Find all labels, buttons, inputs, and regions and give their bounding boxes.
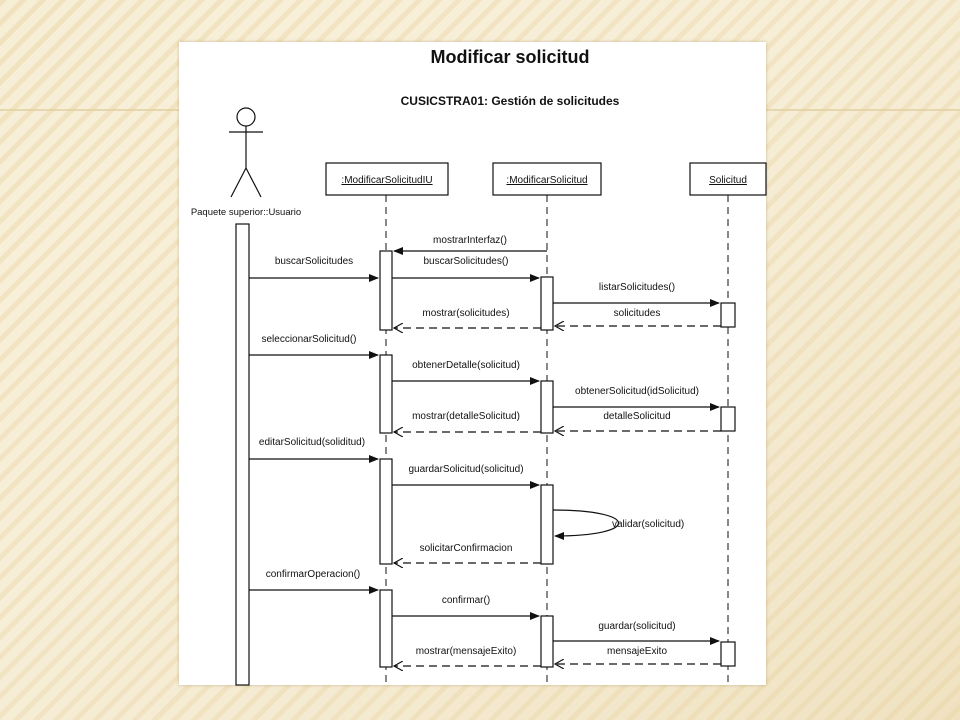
msg-label-seleccionar-solicitud: seleccionarSolicitud() (261, 334, 356, 345)
activation-ctrl-3 (540, 484, 554, 565)
msg-validar-self-arrow (552, 509, 619, 540)
msg-label-buscar-solicitudes-call: buscarSolicitudes() (423, 256, 508, 267)
activation-ent-2 (720, 406, 736, 432)
msg-label-mensaje-exito: mensajeExito (607, 646, 667, 657)
activation-ctrl-2 (540, 380, 554, 434)
lifeline-ui: :ModificarSolicitudIU (325, 162, 449, 685)
msg-label-guardar-solicitud: guardarSolicitud(solicitud) (408, 464, 523, 475)
actor-activation (235, 223, 250, 686)
msg-label-obtener-solicitud: obtenerSolicitud(idSolicitud) (575, 386, 699, 397)
msg-label-mostrar-detalle: mostrar(detalleSolicitud) (412, 411, 520, 422)
msg-label-mostrar-solicitudes: mostrar(solicitudes) (422, 308, 509, 319)
lifeline-controller: :ModificarSolicitud (492, 162, 602, 685)
activation-ui-1 (379, 250, 393, 331)
diagram-panel (179, 42, 766, 685)
msg-label-editar-solicitud: editarSolicitud(soliditud) (259, 437, 365, 448)
msg-label-mostrar-interfaz: mostrarInterfaz() (433, 235, 507, 246)
msg-label-solicitudes: solicitudes (614, 308, 661, 319)
messages (249, 247, 721, 666)
diagram-subtitle: CUSICSTRA01: Gestión de solicitudes (401, 94, 620, 108)
msg-label-mostrar-mensaje-exito: mostrar(mensajeExito) (416, 646, 517, 657)
lifeline-entity: Solicitud (689, 162, 767, 685)
msg-label-validar: validar(solicitud) (612, 519, 684, 530)
msg-label-obtener-detalle: obtenerDetalle(solicitud) (412, 360, 520, 371)
activation-ctrl-4 (540, 615, 554, 668)
activation-ui-4 (379, 589, 393, 668)
diagram-title: Modificar solicitud (430, 47, 589, 67)
msg-label-guardar: guardar(solicitud) (598, 621, 675, 632)
actor-label: Paquete superior::Usuario (191, 207, 301, 218)
activation-ui-2 (379, 354, 393, 434)
msg-label-detalle-solicitud: detalleSolicitud (603, 411, 670, 422)
lifeline-entity-label: Solicitud (709, 175, 747, 186)
activation-ent-4 (720, 641, 736, 667)
activation-ui-3 (379, 458, 393, 565)
msg-label-buscar-solicitudes: buscarSolicitudes (275, 256, 353, 267)
msg-label-listar-solicitudes: listarSolicitudes() (599, 282, 675, 293)
actor-figure (229, 107, 263, 198)
msg-label-confirmar-operacion: confirmarOperacion() (266, 569, 360, 580)
activation-bars (379, 250, 736, 668)
activation-ctrl-1 (540, 276, 554, 331)
msg-label-confirmar: confirmar() (442, 595, 490, 606)
lifeline-ui-label: :ModificarSolicitudIU (341, 175, 432, 186)
msg-label-solicitar-confirmacion: solicitarConfirmacion (420, 543, 513, 554)
lifeline-controller-label: :ModificarSolicitud (506, 175, 587, 186)
activation-ent-1 (720, 302, 736, 328)
